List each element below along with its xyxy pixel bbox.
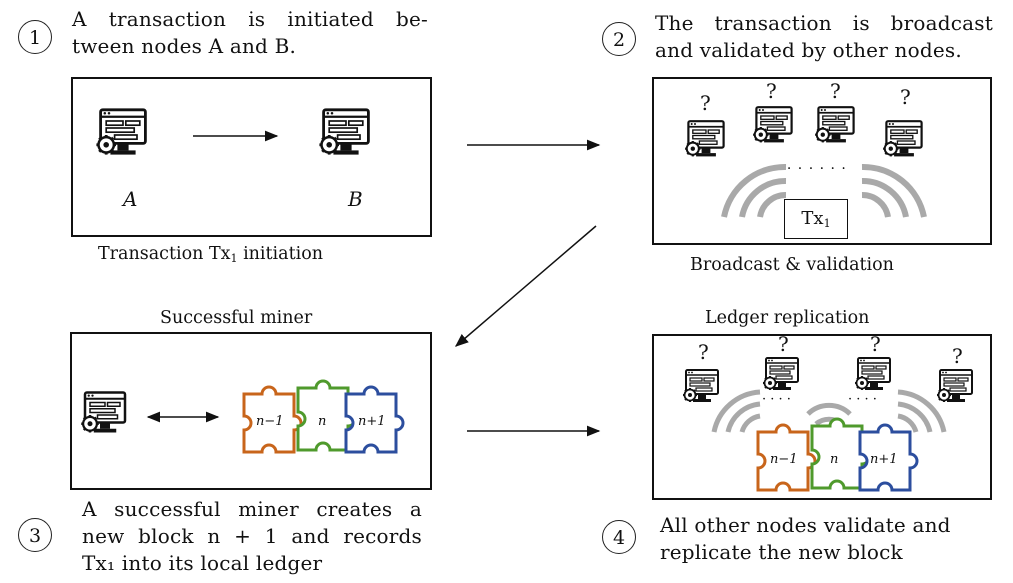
blockchain-puzzle — [242, 379, 405, 454]
block-label-right: n+1 — [870, 452, 898, 467]
step-2-number: 2 — [602, 22, 636, 56]
panel-2-label: Broadcast & validation — [690, 255, 894, 275]
tx-block: Tx1 — [784, 199, 848, 239]
bidirectional-arrow — [146, 411, 220, 423]
question-mark: ? — [830, 79, 841, 103]
block-label-middle: n — [830, 452, 839, 467]
step-3-line-1: A successful miner creates a — [82, 497, 422, 521]
block-label-middle: n — [318, 414, 327, 429]
step-4-line-2: replicate the new block — [660, 540, 903, 564]
blockchain-puzzle — [756, 417, 919, 492]
step-3-line-3: Tx₁ into its local ledger — [82, 551, 323, 575]
transfer-arrow — [193, 130, 279, 142]
broadcast-waves — [721, 163, 927, 218]
computer-icon — [882, 119, 926, 163]
panel-4-title: Ledger replication — [705, 308, 870, 328]
question-mark: ? — [900, 85, 911, 109]
step-3-number: 3 — [18, 518, 52, 552]
question-mark: ? — [870, 332, 881, 356]
block-label-right: n+1 — [358, 414, 386, 429]
question-mark: ? — [952, 344, 963, 368]
block-label-left: n−1 — [256, 414, 284, 429]
step-1-number: 1 — [18, 20, 52, 54]
step-4-line-1: All other nodes validate and — [660, 513, 951, 537]
computer-icon — [95, 107, 151, 163]
node-a-label: A — [123, 187, 138, 211]
step-1-line-2: tween nodes A and B. — [72, 34, 297, 58]
panel-3-title: Successful miner — [160, 308, 313, 328]
question-mark: ? — [766, 79, 777, 103]
computer-icon — [318, 107, 374, 163]
step-2-line-2: and validated by other nodes. — [655, 38, 962, 62]
computer-icon — [814, 105, 858, 149]
step-4-number: 4 — [602, 520, 636, 554]
computer-icon — [752, 105, 796, 149]
step-1-line-1: A transaction is initiated be- — [72, 7, 428, 31]
panel-ledger-replication: ? ? ? ? · · · · · · · · n−1 n n+1 — [652, 332, 992, 500]
dots: · · · · — [762, 392, 791, 407]
panel-transaction-initiation: A B — [71, 77, 432, 237]
panel-broadcast-validation: ? ? ? ? · · · · · · · Tx1 — [652, 77, 992, 245]
computer-icon — [80, 390, 130, 440]
step-3-description: A successful miner creates a new block n… — [82, 496, 422, 577]
block-label-left: n−1 — [770, 452, 798, 467]
flow-arrow-3-to-4 — [467, 425, 601, 437]
step-1-description: A transaction is initiated be- tween nod… — [72, 6, 428, 60]
dots: · · · · — [848, 392, 877, 407]
flow-arrow-2-to-3 — [454, 225, 597, 347]
step-3-line-2: new block n + 1 and records — [82, 524, 422, 548]
flow-arrow-1-to-2 — [467, 139, 601, 151]
question-mark: ? — [778, 332, 789, 356]
step-2-description: The transaction is broadcast and validat… — [655, 10, 993, 64]
question-mark: ? — [700, 91, 711, 115]
step-4-description: All other nodes validate and replicate t… — [660, 512, 990, 566]
question-mark: ? — [698, 340, 709, 364]
panel-successful-miner: n−1 n n+1 — [70, 332, 432, 490]
node-b-label: B — [348, 187, 363, 211]
step-2-line-1: The transaction is broadcast — [655, 11, 993, 35]
computer-icon — [684, 119, 728, 163]
dots: · · · · · · · — [776, 161, 847, 177]
panel-1-label: Transaction Tx1 initiation — [98, 244, 324, 265]
